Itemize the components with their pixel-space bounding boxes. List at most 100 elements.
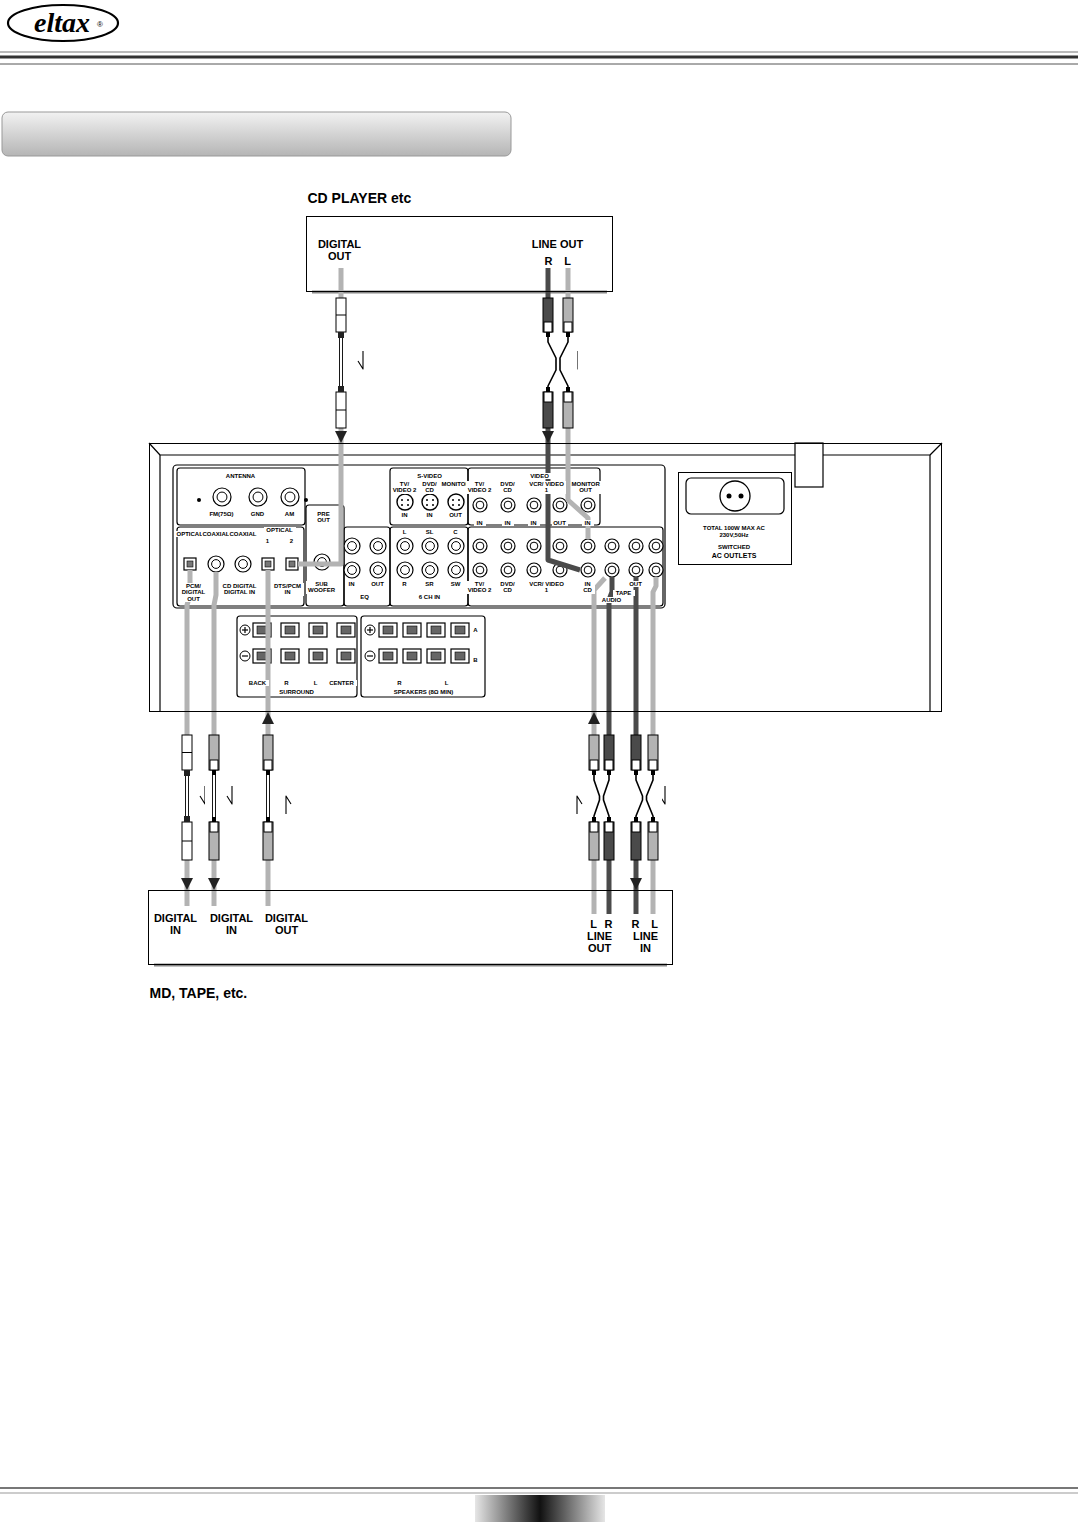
jack-label: L: [401, 529, 409, 536]
rca-jack: [422, 562, 438, 578]
rca-jack-ring: [556, 542, 564, 550]
bezel-line: [823, 454, 930, 455]
rca-jack-ring: [239, 560, 248, 569]
s-video-pin: [458, 499, 460, 501]
speaker-terminal: [379, 649, 397, 663]
rca-jack-ring: [608, 542, 616, 550]
jack-stub: [592, 890, 597, 914]
rca-plug-collar: [605, 822, 613, 832]
jack-label: IN: [399, 512, 411, 519]
rca-jack-ring: [584, 542, 592, 550]
optical-plug: [182, 735, 192, 770]
jack-label: L: [311, 680, 321, 687]
cable-wire-inside: [214, 572, 216, 712]
s-video-jack: [422, 494, 438, 510]
rca-plug: [631, 735, 641, 770]
optical-plug: [336, 392, 346, 428]
jack-label: DTS/PCM IN: [272, 583, 304, 596]
s-video-pin: [432, 499, 434, 501]
rca-plug-collar: [564, 392, 572, 402]
speaker-terminal-screw: [313, 626, 323, 634]
jack-label: IN: [474, 520, 486, 527]
rca-jack: [473, 539, 487, 553]
jack-label: VIDEO: [525, 473, 555, 480]
bezel-line: [160, 454, 795, 455]
speaker-terminal-screw: [341, 652, 351, 660]
jack-label: OUT: [370, 581, 386, 588]
rca-plug-collar: [210, 822, 218, 832]
rca-jack-ring: [253, 492, 263, 502]
polarity-symbol: [365, 651, 375, 661]
jack-label: R: [282, 680, 292, 687]
plug-grip: [336, 315, 346, 316]
jack-label: SWITCHED: [703, 544, 765, 551]
screw-dot: [197, 498, 201, 502]
rca-plug: [209, 822, 219, 860]
jack-label: BACK: [247, 680, 269, 687]
jack-label: OUT: [628, 581, 644, 588]
cable-wire-inside: [634, 577, 639, 712]
jack-stub: [566, 268, 571, 292]
rca-jack-ring: [476, 542, 484, 550]
s-video-jack: [448, 494, 464, 510]
thin-cable: [647, 770, 654, 822]
speaker-terminal: [451, 649, 469, 663]
bezel-line: [149, 443, 160, 455]
rca-jack-ring: [401, 542, 410, 551]
jack-label: 1: [264, 538, 272, 545]
direction-arrow: [286, 796, 291, 814]
rca-plug-tip: [266, 770, 270, 775]
ac-socket: [720, 481, 750, 511]
rca-jack-ring: [452, 566, 461, 575]
cable-mask: [259, 770, 277, 822]
s-video-pin: [401, 504, 403, 506]
cable-mask: [332, 332, 350, 392]
jack-label: DIGITAL IN: [151, 912, 201, 936]
rca-plug-collar: [264, 760, 272, 770]
rca-jack: [501, 563, 515, 577]
speaker-terminal: [281, 649, 299, 663]
optical-jack-port: [265, 561, 271, 567]
polarity-bar: [242, 655, 248, 656]
rca-jack-ring: [530, 501, 538, 509]
optical-plug-tip: [338, 386, 344, 392]
rca-plug: [604, 735, 614, 770]
jack-label: TOTAL 100W MAX AC 230V,50Hz: [687, 525, 781, 538]
rca-plug-tip: [566, 387, 570, 392]
jack-label: R: [604, 918, 614, 930]
rca-jack-ring: [632, 542, 640, 550]
speaker-terminal-screw: [431, 652, 441, 660]
s-video-pin: [452, 504, 454, 506]
s-video-pin: [426, 499, 428, 501]
rca-jack: [448, 562, 464, 578]
rca-jack-ring: [632, 566, 640, 574]
rca-plug-tip: [607, 770, 611, 775]
jack-label: CENTER: [327, 680, 357, 687]
polarity-bar: [369, 627, 370, 633]
speaker-terminal: [403, 649, 421, 663]
thin-cable: [560, 332, 568, 392]
panel-outline: [468, 468, 600, 525]
s-video-jack: [397, 494, 413, 510]
jack-label: TV/ VIDEO 2: [466, 481, 494, 494]
logo-text: eltax: [17, 8, 107, 38]
bezel-line: [930, 443, 942, 455]
jack-label: GND: [247, 511, 269, 518]
jack-stub: [266, 890, 271, 906]
header-rule: [0, 64, 1078, 65]
speaker-terminal: [281, 623, 299, 637]
page-number-block: [475, 1495, 605, 1522]
bezel-line: [159, 455, 160, 712]
rca-plug: [631, 822, 641, 860]
rca-plug-collar: [264, 822, 272, 832]
device-box: MD, TAPE, etc.DIGITAL INDIGITAL INDIGITA…: [148, 890, 673, 965]
optical-jack: [262, 558, 274, 570]
optical-plug-tip: [338, 332, 344, 338]
cable-mask: [627, 770, 662, 822]
chassis-notch: [795, 443, 823, 487]
device-box: CD PLAYER etcDIGITAL OUTLINE OUTRL: [306, 216, 613, 292]
rca-plug-collar: [649, 760, 657, 770]
speaker-terminal-screw: [383, 652, 393, 660]
